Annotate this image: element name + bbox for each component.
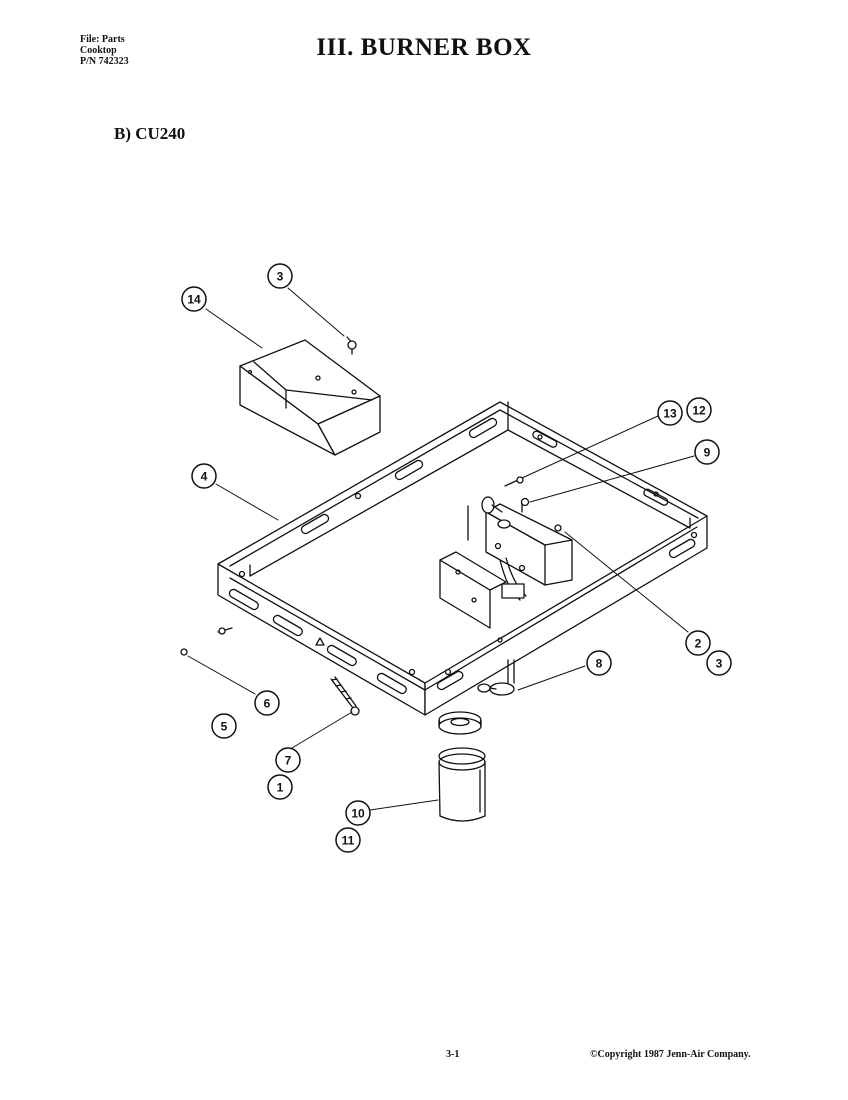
- page-title: III. BURNER BOX: [316, 34, 532, 61]
- callout-9: 9: [694, 439, 720, 465]
- callout-label: 1: [277, 781, 284, 795]
- page-number: 3-1: [446, 1049, 460, 1060]
- callout-label: 8: [596, 657, 603, 671]
- callout-5: 5: [211, 713, 237, 739]
- burner-box-tray: [217, 401, 708, 716]
- file-line: File: Parts: [80, 34, 125, 45]
- callout-label: 14: [187, 293, 201, 307]
- callout-7: 7: [275, 747, 301, 773]
- callout-label: 11: [342, 834, 355, 848]
- callout-10: 10: [345, 800, 371, 826]
- callout-label: 3: [716, 657, 723, 671]
- file-info: File: Parts Cooktop P/N 742323: [80, 34, 129, 67]
- callout-14: 14: [181, 286, 207, 312]
- burner-bracket: [439, 476, 573, 629]
- leader-lines: [187, 287, 695, 811]
- callout-label: 13: [663, 407, 677, 421]
- callout-label: 7: [285, 754, 292, 768]
- callout-1: 1: [267, 774, 293, 800]
- file-line: P/N 742323: [80, 56, 129, 67]
- callout-label: 10: [351, 807, 365, 821]
- callout-label: 5: [221, 720, 228, 734]
- gas-elbow-part-8: [477, 659, 515, 696]
- callout-label: 9: [704, 446, 711, 460]
- callout-label: 4: [201, 470, 208, 484]
- long-screw-part-7: [330, 676, 360, 716]
- callout-13: 13: [657, 400, 683, 426]
- callout-label: 12: [692, 404, 706, 418]
- screws-part-6-5: [180, 627, 233, 656]
- callout-label: 3: [277, 270, 284, 284]
- callout-4: 4: [191, 463, 217, 489]
- file-line: Cooktop: [80, 45, 117, 56]
- section-title: B) CU240: [114, 124, 186, 143]
- callout-11: 11: [335, 827, 361, 853]
- callout-2: 2: [685, 630, 711, 656]
- callout-12: 12: [686, 397, 712, 423]
- jar-part-10-11: [438, 711, 486, 822]
- callout-3-top: 3: [267, 263, 293, 289]
- callout-label: 6: [264, 697, 271, 711]
- box-part-14: [239, 339, 381, 456]
- callout-6: 6: [254, 690, 280, 716]
- callout-8: 8: [586, 650, 612, 676]
- callout-label: 2: [695, 637, 702, 651]
- copyright-notice: ©Copyright 1987 Jenn-Air Company.: [590, 1049, 751, 1060]
- screw-part-3-top: [346, 336, 357, 355]
- callout-3-right: 3: [706, 650, 732, 676]
